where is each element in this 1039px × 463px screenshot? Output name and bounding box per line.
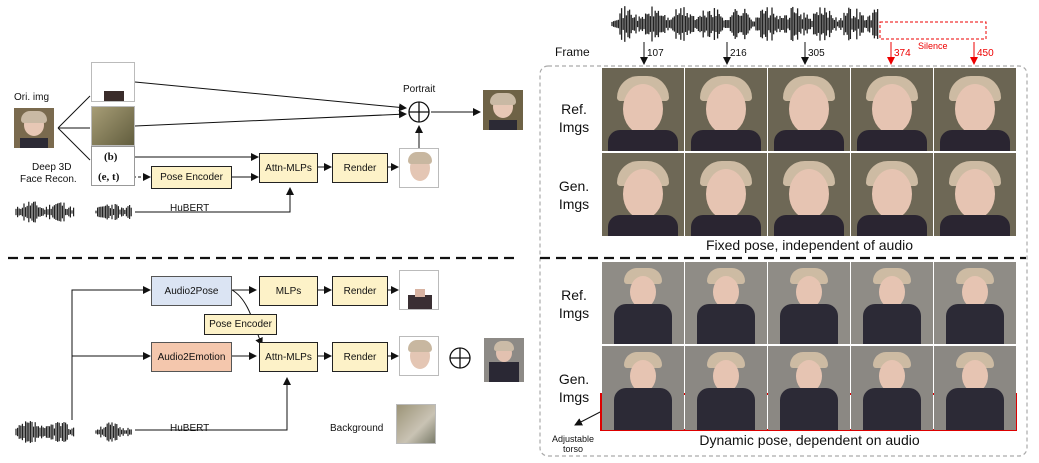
photo-tile: [851, 153, 933, 236]
torso-label-line1: Adjustable: [551, 434, 595, 444]
photo-tile: [602, 68, 684, 151]
portrait-label: Portrait: [403, 84, 436, 95]
frame-number-1: 107: [647, 48, 664, 59]
deep3d-coeff-box: [91, 146, 135, 186]
photo-tile: [934, 262, 1016, 344]
background-label: Background: [330, 423, 384, 434]
frame-label: Frame: [555, 45, 590, 59]
photo-tile: [602, 346, 684, 430]
render-box-top: Render: [332, 153, 388, 183]
photo-tile: [851, 68, 933, 151]
photo-tile: [768, 153, 850, 236]
deep3d-label-line2: Face Recon.: [20, 174, 77, 185]
hubert-label-bottom: HuBERT: [170, 423, 210, 434]
bot-gen-imgs-label: Gen. Imgs: [548, 370, 600, 406]
top-gen-label-line2: Imgs: [558, 196, 590, 212]
attn-mlps-box-bottom: Attn-MLPs: [259, 342, 318, 372]
photo-tile: [768, 346, 850, 430]
rendered-face-thumbnail-bottom: [399, 336, 439, 376]
render-box-bottom-1: Render: [332, 276, 388, 306]
top-gen-label-line1: Gen.: [558, 178, 590, 194]
pose-encoder-box-bottom: Pose Encoder: [204, 314, 277, 335]
frame-number-3: 305: [808, 48, 825, 59]
top-caption: Fixed pose, independent of audio: [705, 237, 914, 253]
photo-tile: [685, 68, 767, 151]
hubert-label-top: HuBERT: [170, 203, 210, 214]
photo-tile: [685, 262, 767, 344]
waveform-main: [611, 6, 879, 42]
rendered-torso-thumbnail: [399, 270, 439, 310]
photo-tile: [685, 153, 767, 236]
photo-tile: [602, 262, 684, 344]
bot-gen-label-line1: Gen.: [558, 371, 590, 387]
photo-tile: [851, 346, 933, 430]
waveform-audio-3: [15, 421, 75, 443]
frame-number-5: 450: [977, 48, 994, 59]
b-coeff-label: (b): [104, 151, 118, 163]
bg-removed-thumbnail: [91, 62, 135, 102]
photo-tile: [934, 346, 1016, 430]
photo-tile: [602, 153, 684, 236]
torso-label-line2: torso: [562, 444, 583, 454]
top-gen-imgs-label: Gen. Imgs: [548, 177, 600, 213]
photo-tile: [768, 68, 850, 151]
photo-tile: [851, 262, 933, 344]
waveform-audio-1: [15, 201, 75, 223]
pose-encoder-box-top: Pose Encoder: [151, 166, 232, 189]
attn-mlps-box-top: Attn-MLPs: [259, 153, 318, 183]
silence-box: [879, 21, 987, 40]
composed-output-thumbnail: [484, 338, 524, 382]
mlps-box: MLPs: [259, 276, 318, 306]
silence-label: Silence: [918, 41, 948, 51]
et-coeff-label: (e, t): [98, 171, 120, 183]
frame-number-2: 216: [730, 48, 747, 59]
bot-ref-label-line2: Imgs: [558, 305, 590, 321]
bot-gen-label-line2: Imgs: [558, 389, 590, 405]
waveform-audio-2: [95, 204, 132, 220]
adjustable-torso-label: Adjustable torso: [548, 434, 598, 454]
rendered-face-thumbnail: [399, 148, 439, 188]
frame-number-4: 374: [894, 48, 911, 59]
bot-ref-imgs-label: Ref. Imgs: [548, 286, 600, 322]
photo-tile: [685, 346, 767, 430]
ori-img-label: Ori. img: [14, 92, 49, 103]
output-portrait-thumbnail: [483, 90, 523, 130]
deep3d-label-line1: Deep 3D: [32, 162, 72, 173]
photo-tile: [934, 153, 1016, 236]
photo-tile: [934, 68, 1016, 151]
bot-ref-label-line1: Ref.: [561, 287, 587, 303]
photo-tile: [768, 262, 850, 344]
background-thumbnail: [91, 106, 135, 146]
audio2pose-box: Audio2Pose: [151, 276, 232, 306]
audio2emotion-box: Audio2Emotion: [151, 342, 232, 372]
background-thumbnail-bottom: [396, 404, 436, 444]
top-ref-label-line1: Ref.: [561, 101, 587, 117]
top-ref-label-line2: Imgs: [558, 119, 590, 135]
waveform-audio-4: [95, 422, 132, 442]
render-box-bottom-2: Render: [332, 342, 388, 372]
ori-img-thumbnail: [14, 108, 54, 148]
bottom-caption: Dynamic pose, dependent on audio: [699, 432, 920, 448]
top-ref-imgs-label: Ref. Imgs: [548, 100, 600, 136]
